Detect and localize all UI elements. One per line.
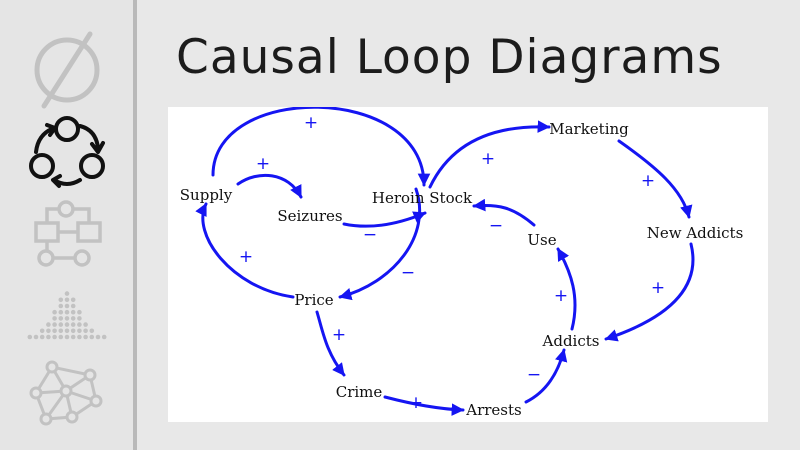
distribution-dot <box>52 328 57 334</box>
distribution-dot <box>64 297 70 303</box>
page-title: Causal Loop Diagrams <box>176 30 723 85</box>
polarity-price-crime: + <box>332 325 346 345</box>
link-supply-heroin-stock <box>211 107 431 187</box>
node-heroin-stock: Heroin Stock <box>372 189 473 207</box>
link-marketing-new-addicts <box>617 139 693 219</box>
polarity-heroin-stock-marketing: + <box>481 149 495 169</box>
link-heroin-stock-price <box>338 187 422 301</box>
node-new-addicts: New Addicts <box>647 224 744 242</box>
link-price-crime <box>315 310 346 377</box>
distribution-dot <box>52 316 57 321</box>
link-use-heroin-stock <box>472 198 536 227</box>
distribution-dot <box>77 309 82 315</box>
distribution-dot <box>46 334 51 340</box>
distribution-dot <box>70 334 76 340</box>
flowchart-icon[interactable] <box>22 195 112 275</box>
link-addicts-use <box>556 247 577 331</box>
distribution-dot <box>58 303 64 309</box>
distribution-dot <box>46 328 51 334</box>
diagram-canvas: + + − + + + + − − + + + − Supply Seizure… <box>168 107 768 422</box>
polarity-price-supply: + <box>239 247 253 267</box>
distribution-dot <box>58 309 64 315</box>
distribution-dot <box>58 334 64 340</box>
distribution-dot <box>77 322 82 327</box>
node-marketing: Marketing <box>549 120 629 138</box>
link-price-supply <box>195 202 295 299</box>
distribution-dot <box>77 334 82 340</box>
distribution-dot <box>95 334 101 340</box>
polarity-supply-heroin-stock: + <box>304 113 318 133</box>
link-new-addicts-addicts <box>604 242 695 342</box>
distribution-dot <box>70 309 76 315</box>
cycle-loop-icon[interactable] <box>22 112 112 192</box>
distribution-dot <box>39 328 45 334</box>
polarity-marketing-new-addicts: + <box>641 171 655 191</box>
node-supply: Supply <box>180 186 233 204</box>
dot-distribution-icon[interactable] <box>22 275 112 345</box>
distribution-dot <box>64 334 70 340</box>
polarity-heroin-stock-price: − <box>401 263 415 283</box>
node-addicts: Addicts <box>542 332 600 350</box>
distribution-dot <box>83 334 88 340</box>
distribution-dot <box>64 291 70 296</box>
distribution-dot <box>58 297 64 303</box>
polarity-addicts-use: + <box>554 286 568 306</box>
distribution-dot <box>89 328 95 334</box>
distribution-dot <box>52 334 57 340</box>
distribution-dot <box>52 322 57 327</box>
sidebar <box>0 0 133 450</box>
distribution-dot <box>77 328 82 334</box>
distribution-dot <box>58 322 64 327</box>
distribution-dot <box>64 303 70 309</box>
distribution-dot <box>83 322 88 327</box>
polarity-arrests-addicts: − <box>527 365 541 385</box>
polarity-new-addicts-addicts: + <box>651 278 665 298</box>
distribution-dot <box>52 309 57 315</box>
polarity-seizures-heroin-stock: − <box>363 225 377 245</box>
link-supply-seizures <box>236 173 303 199</box>
node-arrests: Arrests <box>465 401 521 419</box>
distribution-dot <box>58 316 64 321</box>
node-seizures: Seizures <box>277 207 342 225</box>
distribution-dot <box>101 334 107 340</box>
link-crime-arrests <box>383 395 465 416</box>
distribution-dot <box>58 328 64 334</box>
link-heroin-stock-marketing <box>428 120 551 189</box>
node-crime: Crime <box>336 383 383 401</box>
distribution-dot <box>64 316 70 321</box>
distribution-dot <box>70 303 76 309</box>
distribution-dot <box>33 334 39 340</box>
polarity-crime-arrests: + <box>409 393 423 413</box>
causal-loop-diagram: + + − + + + + − − + + + − Supply Seizure… <box>180 107 744 419</box>
link-seizures-heroin-stock <box>342 211 427 228</box>
distribution-dot <box>70 322 76 327</box>
polarity-use-heroin-stock: − <box>489 216 503 236</box>
distribution-dot <box>70 328 76 334</box>
network-graph-icon[interactable] <box>22 355 112 435</box>
link-arrests-addicts <box>524 348 568 404</box>
distribution-dot <box>39 334 45 340</box>
distribution-dot <box>89 334 95 340</box>
node-price: Price <box>294 291 333 309</box>
distribution-dot <box>83 328 88 334</box>
distribution-dot <box>70 316 76 321</box>
node-use: Use <box>527 231 556 249</box>
distribution-dot <box>77 316 82 321</box>
distribution-dot <box>70 297 76 303</box>
polarity-supply-seizures: + <box>256 154 270 174</box>
empty-set-icon[interactable] <box>22 30 112 110</box>
distribution-dot <box>46 322 51 327</box>
distribution-dot <box>64 322 70 327</box>
distribution-dot <box>27 334 33 340</box>
sidebar-divider <box>133 0 137 450</box>
distribution-dot <box>64 328 70 334</box>
distribution-dot <box>64 309 70 315</box>
